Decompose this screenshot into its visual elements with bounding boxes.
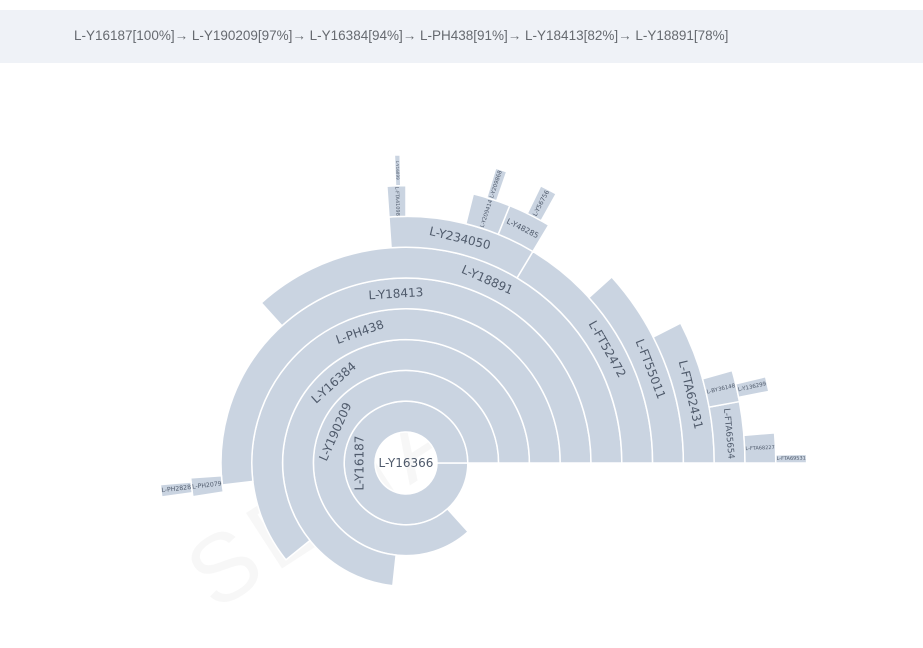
sunburst-segment[interactable]	[526, 184, 558, 222]
segment-label: L-Y16366	[379, 456, 434, 470]
breadcrumb-bar: L-Y16187[100%]→ L-Y190209[97%]→ L-Y16384…	[0, 10, 923, 63]
segment-label: L-FTA69531	[777, 456, 806, 462]
sunburst-segment[interactable]	[743, 432, 777, 464]
segment-label: L-Y16187	[353, 436, 367, 491]
segment-label: L-FTA65654	[721, 408, 736, 460]
sunburst-segments	[159, 154, 808, 587]
sunburst-segment[interactable]	[734, 375, 770, 399]
segment-label: L-FTA41098	[393, 186, 400, 215]
segment-label: L-FTA68227	[745, 445, 775, 452]
breadcrumb-path: L-Y16187[100%]→ L-Y190209[97%]→ L-Y16384…	[74, 28, 729, 43]
sunburst-segment[interactable]	[774, 453, 808, 464]
sunburst-segment[interactable]	[393, 154, 402, 187]
sunburst-segment[interactable]	[464, 192, 511, 236]
segment-label: L-PH2079	[192, 480, 222, 490]
segment-label: L-Y16899	[395, 161, 401, 180]
segment-label: L-PH2828	[161, 484, 191, 494]
segment-label: L-Y18413	[368, 285, 424, 302]
sunburst-segment[interactable]	[485, 167, 508, 202]
sunburst-segment[interactable]	[159, 481, 194, 498]
